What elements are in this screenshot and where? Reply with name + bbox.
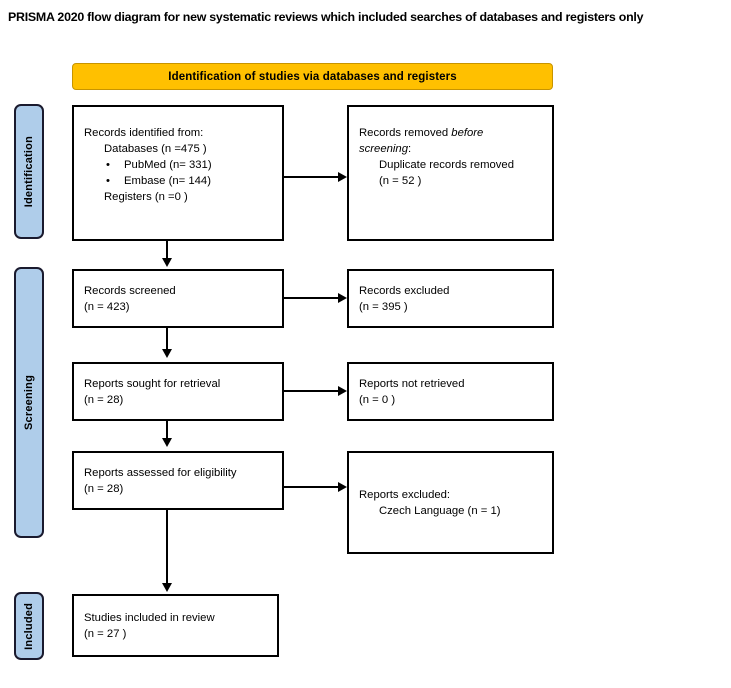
line-reports-sought-label: Reports sought for retrieval [84, 377, 221, 390]
box-reports-sought: Reports sought for retrieval (n = 28) [72, 362, 284, 421]
box-records-removed: Records removed before screening: Duplic… [347, 105, 554, 241]
line-records-removed-2: screening: [359, 141, 546, 157]
box-records-removed-text: Records removed before screening: Duplic… [359, 125, 546, 189]
line-records-excluded-label: Records excluded [359, 284, 450, 297]
line-embase: Embase (n= 144) [84, 173, 276, 189]
arrow-sought-to-assessed [166, 421, 168, 438]
line-records-identified-from: Records identified from: [84, 127, 204, 139]
line-reports-sought-count: (n = 28) [84, 393, 124, 406]
line-records-screened-count: (n = 423) [84, 300, 130, 313]
box-reports-not-retrieved-text: Reports not retrieved (n = 0 ) [359, 376, 546, 408]
phase-bar-screening: Screening [14, 267, 44, 538]
phase-bar-label-screening: Screening [23, 375, 35, 430]
arrow-head-sought-to-not-retrieved [338, 386, 347, 396]
box-reports-excluded-text: Reports excluded: Czech Language (n = 1) [359, 487, 546, 519]
box-studies-included-text: Studies included in review (n = 27 ) [84, 610, 271, 642]
box-records-excluded: Records excluded (n = 395 ) [347, 269, 554, 328]
arrow-identified-to-removed [284, 176, 339, 178]
arrow-head-assessed-to-excluded [338, 482, 347, 492]
box-records-identified-text: Records identified from: Databases (n =4… [84, 125, 276, 205]
arrow-head-identified-to-screened [162, 258, 172, 267]
stage-banner-label: Identification of studies via databases … [168, 70, 457, 83]
phase-bar-identification: Identification [14, 104, 44, 239]
line-duplicate-removed: Duplicate records removed [379, 159, 514, 171]
arrow-screened-to-sought [166, 328, 168, 349]
arrow-assessed-to-included [166, 510, 168, 585]
line-pubmed: PubMed (n= 331) [84, 157, 276, 173]
box-reports-sought-text: Reports sought for retrieval (n = 28) [84, 376, 276, 408]
line-databases: Databases (n =475 ) [104, 143, 207, 155]
records-removed-prefix: Records removed [359, 127, 452, 139]
line-reports-excluded-label: Reports excluded: [359, 488, 451, 501]
box-records-identified: Records identified from: Databases (n =4… [72, 105, 284, 241]
phase-bar-label-included: Included [23, 602, 35, 650]
line-records-removed-1: Records removed before [359, 125, 546, 141]
line-duplicate-count: (n = 52 ) [379, 175, 422, 187]
records-removed-italic-screening: screening [359, 143, 408, 155]
arrow-sought-to-not-retrieved [284, 390, 339, 392]
arrow-screened-to-excluded [284, 297, 339, 299]
arrow-head-identified-to-removed [338, 172, 347, 182]
line-reports-not-retrieved-label: Reports not retrieved [359, 377, 465, 390]
line-reports-assessed-count: (n = 28) [84, 482, 124, 495]
line-registers: Registers (n =0 ) [104, 191, 188, 203]
line-reports-not-retrieved-count: (n = 0 ) [359, 393, 396, 406]
phase-bar-included: Included [14, 592, 44, 660]
arrow-head-assessed-to-included [162, 583, 172, 592]
arrow-head-screened-to-sought [162, 349, 172, 358]
phase-bar-label-identification: Identification [23, 135, 35, 208]
arrow-identified-to-screened [166, 241, 168, 261]
line-records-screened-label: Records screened [84, 284, 176, 297]
line-reports-assessed-label: Reports assessed for eligibility [84, 466, 237, 479]
line-records-excluded-count: (n = 395 ) [359, 300, 408, 313]
arrow-head-sought-to-assessed [162, 438, 172, 447]
box-reports-excluded: Reports excluded: Czech Language (n = 1) [347, 451, 554, 554]
line-studies-included-label: Studies included in review [84, 612, 215, 624]
box-records-screened-text: Records screened (n = 423) [84, 283, 276, 315]
box-records-excluded-text: Records excluded (n = 395 ) [359, 283, 546, 315]
records-removed-colon: : [407, 143, 412, 155]
line-reports-excluded-reason: Czech Language (n = 1) [379, 504, 501, 517]
page-title: PRISMA 2020 flow diagram for new systema… [8, 10, 644, 24]
box-reports-assessed-text: Reports assessed for eligibility (n = 28… [84, 465, 276, 497]
box-records-screened: Records screened (n = 423) [72, 269, 284, 328]
line-studies-included-count: (n = 27 ) [84, 628, 127, 640]
box-studies-included: Studies included in review (n = 27 ) [72, 594, 279, 657]
arrow-assessed-to-excluded [284, 486, 339, 488]
records-removed-italic-before: before [451, 127, 484, 139]
stage-banner: Identification of studies via databases … [72, 63, 553, 90]
arrow-head-screened-to-excluded [338, 293, 347, 303]
box-reports-assessed: Reports assessed for eligibility (n = 28… [72, 451, 284, 510]
box-reports-not-retrieved: Reports not retrieved (n = 0 ) [347, 362, 554, 421]
